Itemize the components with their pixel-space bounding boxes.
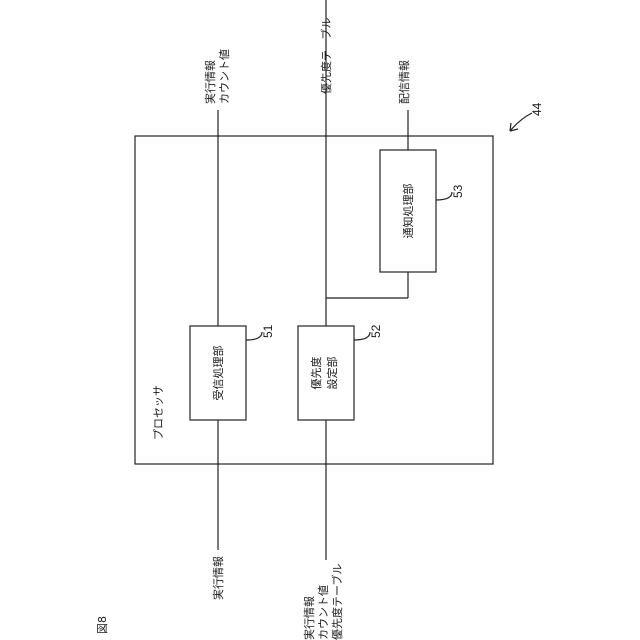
notify-block-label: 通知処理部 <box>401 184 415 239</box>
priority-block-label-2: 設定部 <box>325 357 339 390</box>
ref-number-51: 51 <box>261 324 275 338</box>
bottom-label-line3: 優先度テーブル <box>330 564 344 640</box>
receive-block-label: 受信処理部 <box>211 346 225 401</box>
top-label-exec-2: カウント値 <box>218 49 231 104</box>
ref-number-53: 53 <box>451 184 465 198</box>
bottom-label-line2: カウント値 <box>317 585 330 640</box>
diagram-rotated-group: プロセッサ 44 受信処理部 51 優先度 設定部 52 通知処理部 53 実行… <box>96 0 544 640</box>
top-label-exec-1: 実行情報 <box>203 60 217 104</box>
ref-number-52: 52 <box>369 324 383 338</box>
top-label-delivery: 配信情報 <box>398 60 411 104</box>
bottom-label-line1: 実行情報 <box>302 596 316 640</box>
top-label-priority-table: 優先度テーブル <box>319 18 333 94</box>
priority-block-label-1: 優先度 <box>309 357 323 390</box>
ref-number-44: 44 <box>530 102 544 116</box>
figure-label: 図8 <box>96 616 109 634</box>
ref-44-leader <box>510 113 532 131</box>
bottom-label-exec: 実行情報 <box>211 556 225 600</box>
processor-label: プロセッサ <box>152 385 165 440</box>
